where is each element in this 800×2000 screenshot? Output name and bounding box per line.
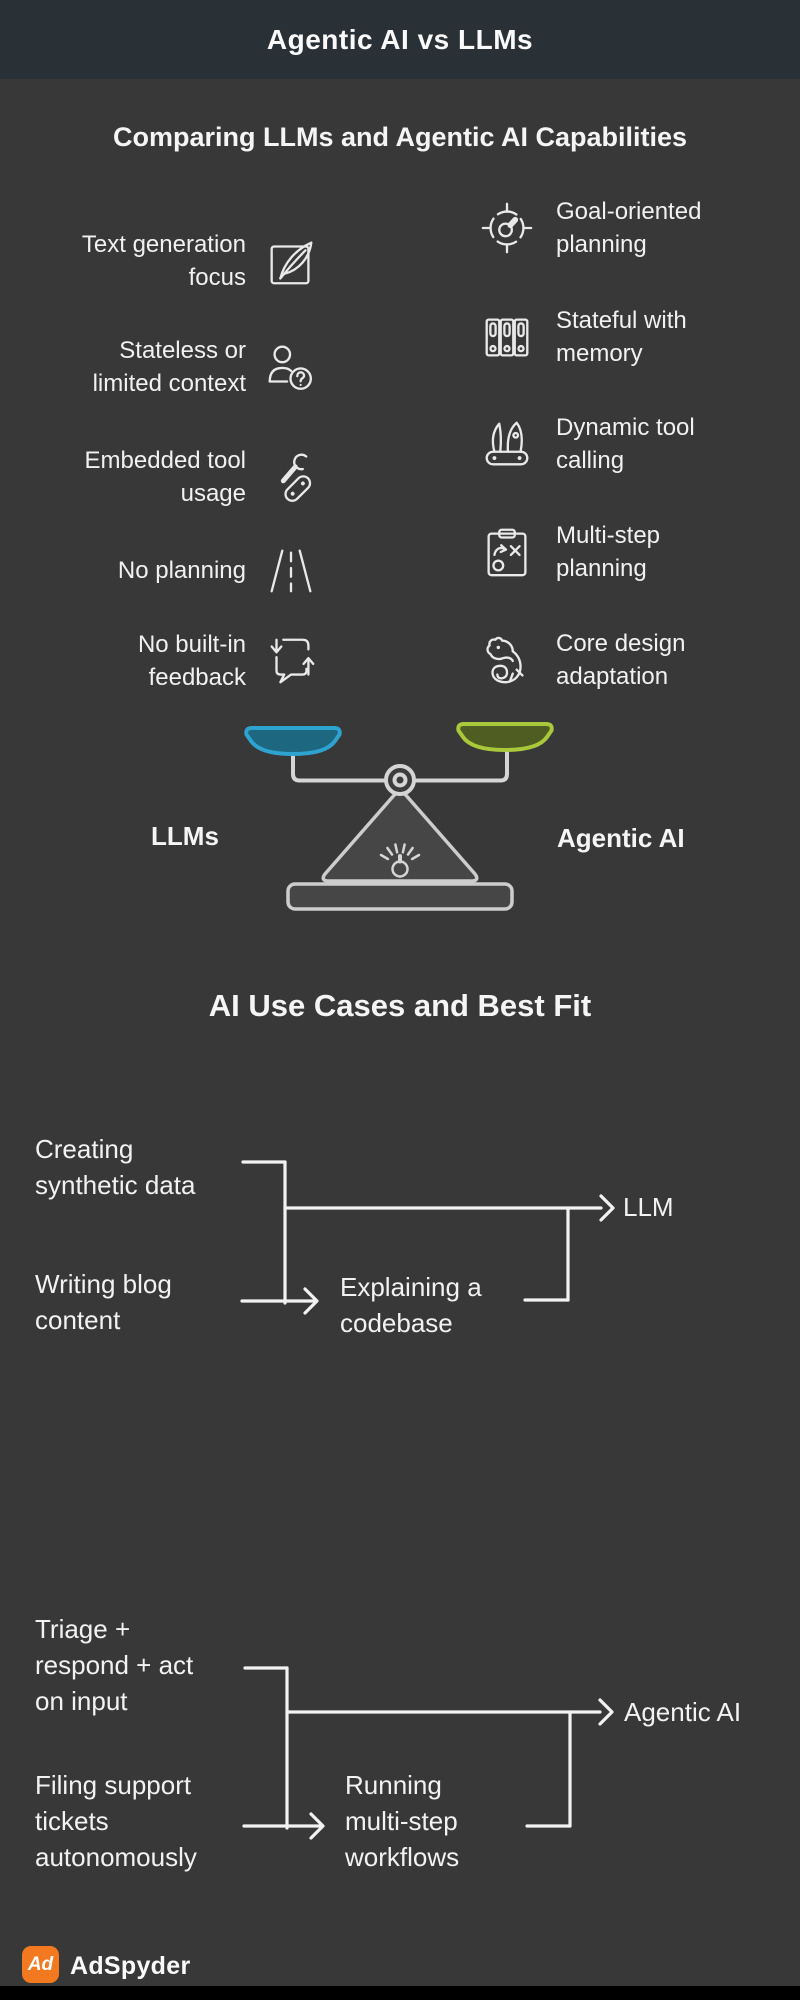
item-label: No planning	[117, 556, 246, 584]
header-title: Agentic AI vs LLMs	[266, 23, 534, 55]
flow-input-writing-blog-content: Writing blog content	[35, 1269, 172, 1335]
adspyder-brand-text: AdSpyder	[70, 1952, 191, 1980]
arrowhead-icon	[598, 1698, 614, 1726]
flow-target-agentic-ai-label: Agentic AI	[624, 1697, 742, 1727]
flow-input-triage-respond-act: Triage + respond + act on input	[35, 1614, 194, 1716]
flow-lines-agentic	[242, 1666, 614, 1840]
swiss-knife-icon	[485, 421, 529, 466]
llm-item-row: No planning	[20, 537, 320, 603]
scale-gauge-icon	[379, 843, 421, 878]
feedback-loop-icon	[270, 638, 315, 684]
llm-pan	[244, 726, 342, 756]
strategy-clipboard-icon	[487, 528, 527, 577]
use-cases-title: AI Use Cases and Best Fit	[208, 988, 592, 1023]
scale-pivot	[384, 764, 416, 796]
agentic-ai-label: Agentic AI	[557, 823, 685, 853]
agentic-pan	[456, 722, 554, 752]
chameleon-icon	[486, 636, 524, 684]
flow-middle-running-workflows: Running multi-step workflows	[345, 1770, 460, 1872]
comparison-section-title: Comparing LLMs and Agentic AI Capabiliti…	[112, 122, 688, 152]
adspyder-logo-text: Ad	[27, 1953, 54, 1975]
header-bar: Agentic AI vs LLMs	[0, 0, 800, 79]
arrowhead-icon	[309, 1812, 325, 1840]
flow-input-filing-support-tickets: Filing support tickets autonomously	[35, 1770, 197, 1872]
llms-label: LLMs	[151, 821, 219, 851]
flow-target-llm-label: LLM	[623, 1192, 674, 1222]
person-question-icon	[268, 345, 312, 390]
feather-square-icon	[270, 241, 313, 285]
road-icon	[270, 549, 312, 593]
arrowhead-icon	[599, 1194, 615, 1222]
scale-body	[321, 788, 479, 883]
flow-input-creating-synthetic-data: Creating synthetic data	[35, 1134, 196, 1200]
adspyder-logo: Ad	[22, 1946, 59, 1983]
wrench-link-icon	[280, 453, 312, 502]
balance-scale	[244, 722, 554, 911]
binders-icon	[485, 318, 529, 357]
target-icon	[481, 202, 533, 254]
flow-lines-llm	[240, 1160, 615, 1315]
bottom-black-bar	[0, 1986, 800, 2000]
flow-middle-explaining-codebase: Explaining a codebase	[340, 1272, 482, 1338]
arrowhead-icon	[303, 1287, 319, 1315]
scale-base	[286, 882, 514, 911]
